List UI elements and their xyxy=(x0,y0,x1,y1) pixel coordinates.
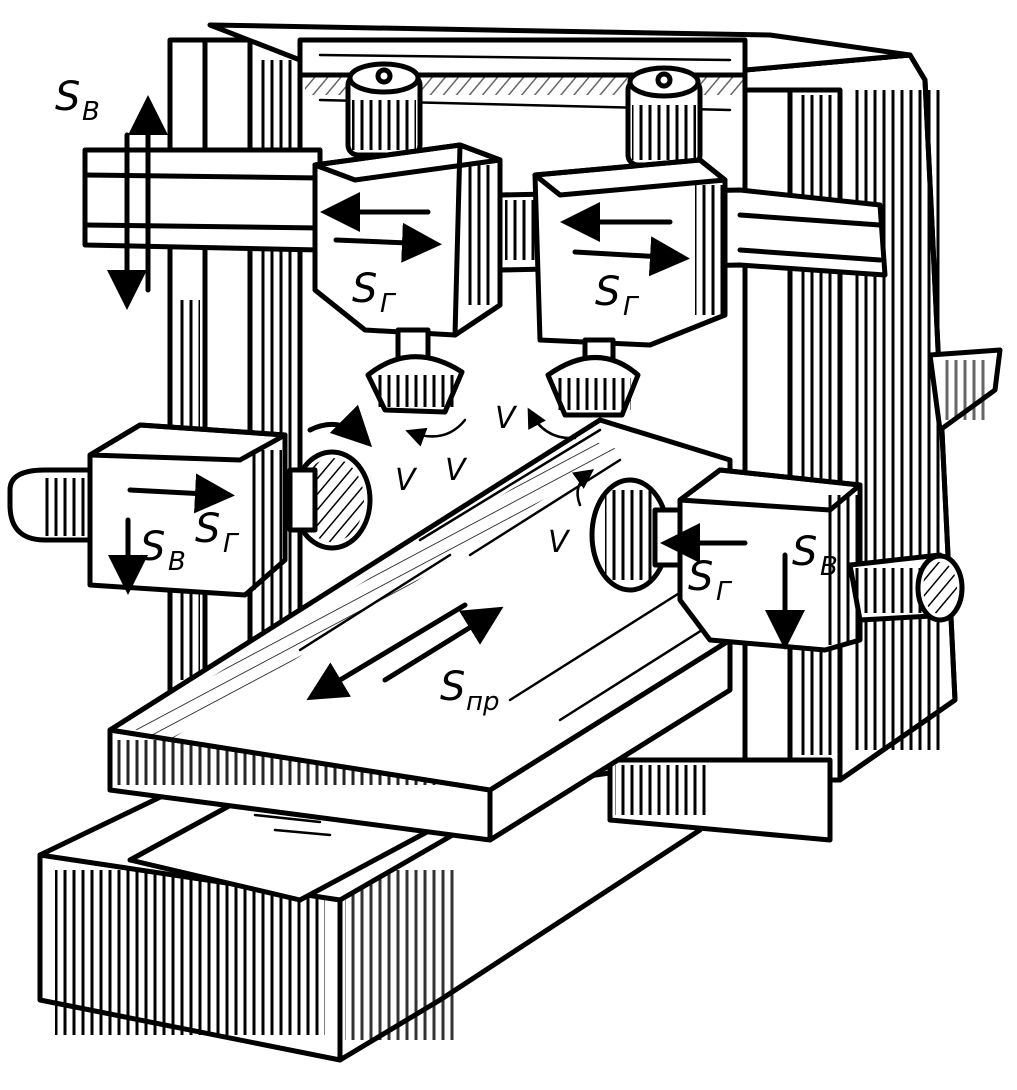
label-sg-head-right: S Г xyxy=(595,269,640,322)
label-v: V xyxy=(395,463,418,498)
tool-head-left-side xyxy=(7,404,373,598)
side-plate xyxy=(927,347,1003,433)
tool-head-top-right xyxy=(532,65,728,418)
label-v: V xyxy=(495,401,518,436)
cutting-speed-labels: V V V V xyxy=(395,401,571,560)
label-sub-v: В xyxy=(168,547,186,577)
label-s: S xyxy=(140,524,165,570)
tool-head-top-left xyxy=(312,61,503,415)
label-v: V xyxy=(445,453,468,488)
label-sg-side-left: S Г xyxy=(195,506,240,559)
label-sub-g: Г xyxy=(223,529,240,559)
label-s: S xyxy=(352,266,377,312)
label-sub-g: Г xyxy=(716,577,733,607)
label-sv-top-left: S В xyxy=(55,74,100,127)
label-sg-head-left: S Г xyxy=(352,266,397,319)
table-feed-arrows xyxy=(306,602,504,701)
label-s: S xyxy=(688,554,713,600)
cutting-speed-arrows xyxy=(405,407,595,507)
label-sub-v: В xyxy=(820,552,838,582)
tool-head-right-side xyxy=(589,467,965,653)
label-s: S xyxy=(440,664,465,710)
label-sub-pr: пр xyxy=(466,687,500,717)
label-s: S xyxy=(595,269,620,315)
work-table xyxy=(107,417,733,843)
label-s: S xyxy=(55,74,80,120)
label-sub-g: Г xyxy=(623,292,640,322)
label-sv-side-right: S В xyxy=(792,529,838,582)
label-sg-side-right: S Г xyxy=(688,554,733,607)
label-sub-g: Г xyxy=(380,289,397,319)
label-sv-side-left: S В xyxy=(140,524,186,577)
label-v: V xyxy=(548,525,571,560)
label-s: S xyxy=(792,529,817,575)
label-sub-v: В xyxy=(82,97,100,127)
vertical-feed-arrows xyxy=(107,95,168,310)
label-s: S xyxy=(195,506,220,552)
label-spr: S пр xyxy=(440,664,500,717)
right-column xyxy=(742,52,958,783)
